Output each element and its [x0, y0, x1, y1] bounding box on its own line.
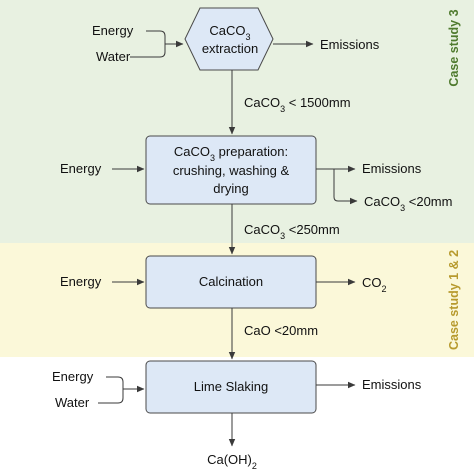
node-preparation-line1: CaCO3 preparation: — [174, 144, 288, 163]
node-extraction[interactable] — [184, 7, 274, 71]
output-slaking-emissions: Emissions — [362, 377, 422, 392]
zone-label-case-study-3: Case study 3 — [447, 9, 461, 86]
node-slaking-label: Lime Slaking — [194, 379, 268, 394]
node-calcination-label: Calcination — [199, 274, 263, 289]
connector-preparation-fines — [333, 169, 358, 205]
input-calcination-energy: Energy — [60, 274, 102, 289]
output-extraction-emissions: Emissions — [320, 37, 380, 52]
zone-label-case-study-1-2: Case study 1 & 2 — [447, 250, 461, 350]
node-preparation-line3: drying — [213, 181, 248, 196]
input-extraction-energy: Energy — [92, 23, 134, 38]
flow-prep-to-calcination: CaCO3 <250mm — [244, 222, 340, 241]
node-preparation[interactable] — [145, 135, 317, 205]
node-extraction-line1: CaCO3 — [209, 23, 250, 42]
input-slaking-water: Water — [55, 395, 90, 410]
node-slaking[interactable] — [145, 360, 317, 414]
flow-calcination-to-slaking: CaO <20mm — [244, 323, 318, 338]
output-calcination-co2: CO2 — [362, 275, 387, 294]
node-extraction-line2: extraction — [202, 41, 258, 56]
input-extraction-water: Water — [96, 49, 131, 64]
input-preparation-energy: Energy — [60, 161, 102, 176]
connector-slaking-water — [98, 389, 124, 404]
node-preparation-line2: crushing, washing & — [173, 163, 290, 178]
input-slaking-energy: Energy — [52, 369, 94, 384]
output-preparation-fines: CaCO3 <20mm — [364, 194, 452, 213]
connector-slaking-energy — [106, 376, 124, 389]
connector-extraction-energy — [146, 30, 166, 44]
output-final-product: Ca(OH)2 — [207, 452, 257, 471]
connector-extraction-water — [130, 44, 166, 58]
flow-extraction-to-prep: CaCO3 < 1500mm — [244, 95, 351, 114]
output-preparation-emissions: Emissions — [362, 161, 422, 176]
